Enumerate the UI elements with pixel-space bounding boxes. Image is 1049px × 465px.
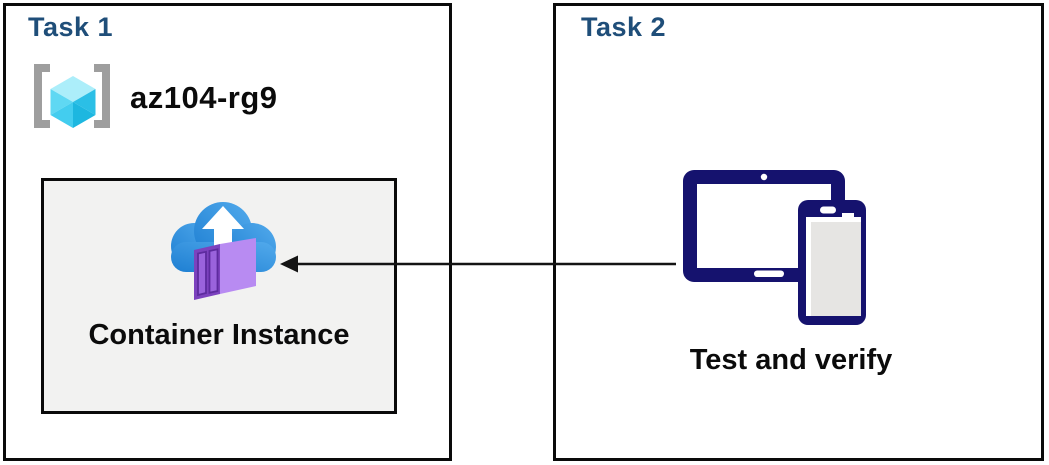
cube-left-lower-face	[50, 102, 73, 128]
phone-speaker	[820, 206, 836, 214]
container-instance-box: Container Instance	[41, 178, 397, 414]
cube-right-lower-face	[73, 102, 96, 128]
container-instance-icon	[171, 202, 276, 300]
test-verify-label: Test and verify	[689, 344, 893, 376]
task1-title: Task 1	[28, 12, 114, 42]
phone-shape	[798, 200, 866, 325]
task2-title: Task 2	[581, 12, 667, 42]
left-bracket-shape	[34, 64, 50, 128]
resource-group-icon	[34, 64, 110, 128]
container-instance-label: Container Instance	[88, 319, 350, 351]
right-bracket-shape	[94, 64, 110, 128]
task2-box: Task 2 Test and verify	[553, 3, 1044, 461]
upload-arrow-shape	[202, 206, 244, 256]
container-cube-shape	[194, 238, 256, 300]
cube-right-upper-face	[73, 89, 96, 115]
cube-left-upper-face	[50, 89, 73, 115]
arrow-left-icon	[280, 255, 676, 273]
tablet-phone-icon	[683, 170, 866, 325]
resource-group-name: az104-rg9	[130, 80, 278, 115]
tablet-home-button	[754, 270, 784, 277]
task1-box: Task 1 az104-rg9	[3, 3, 452, 461]
tablet-camera-dot	[760, 173, 768, 181]
